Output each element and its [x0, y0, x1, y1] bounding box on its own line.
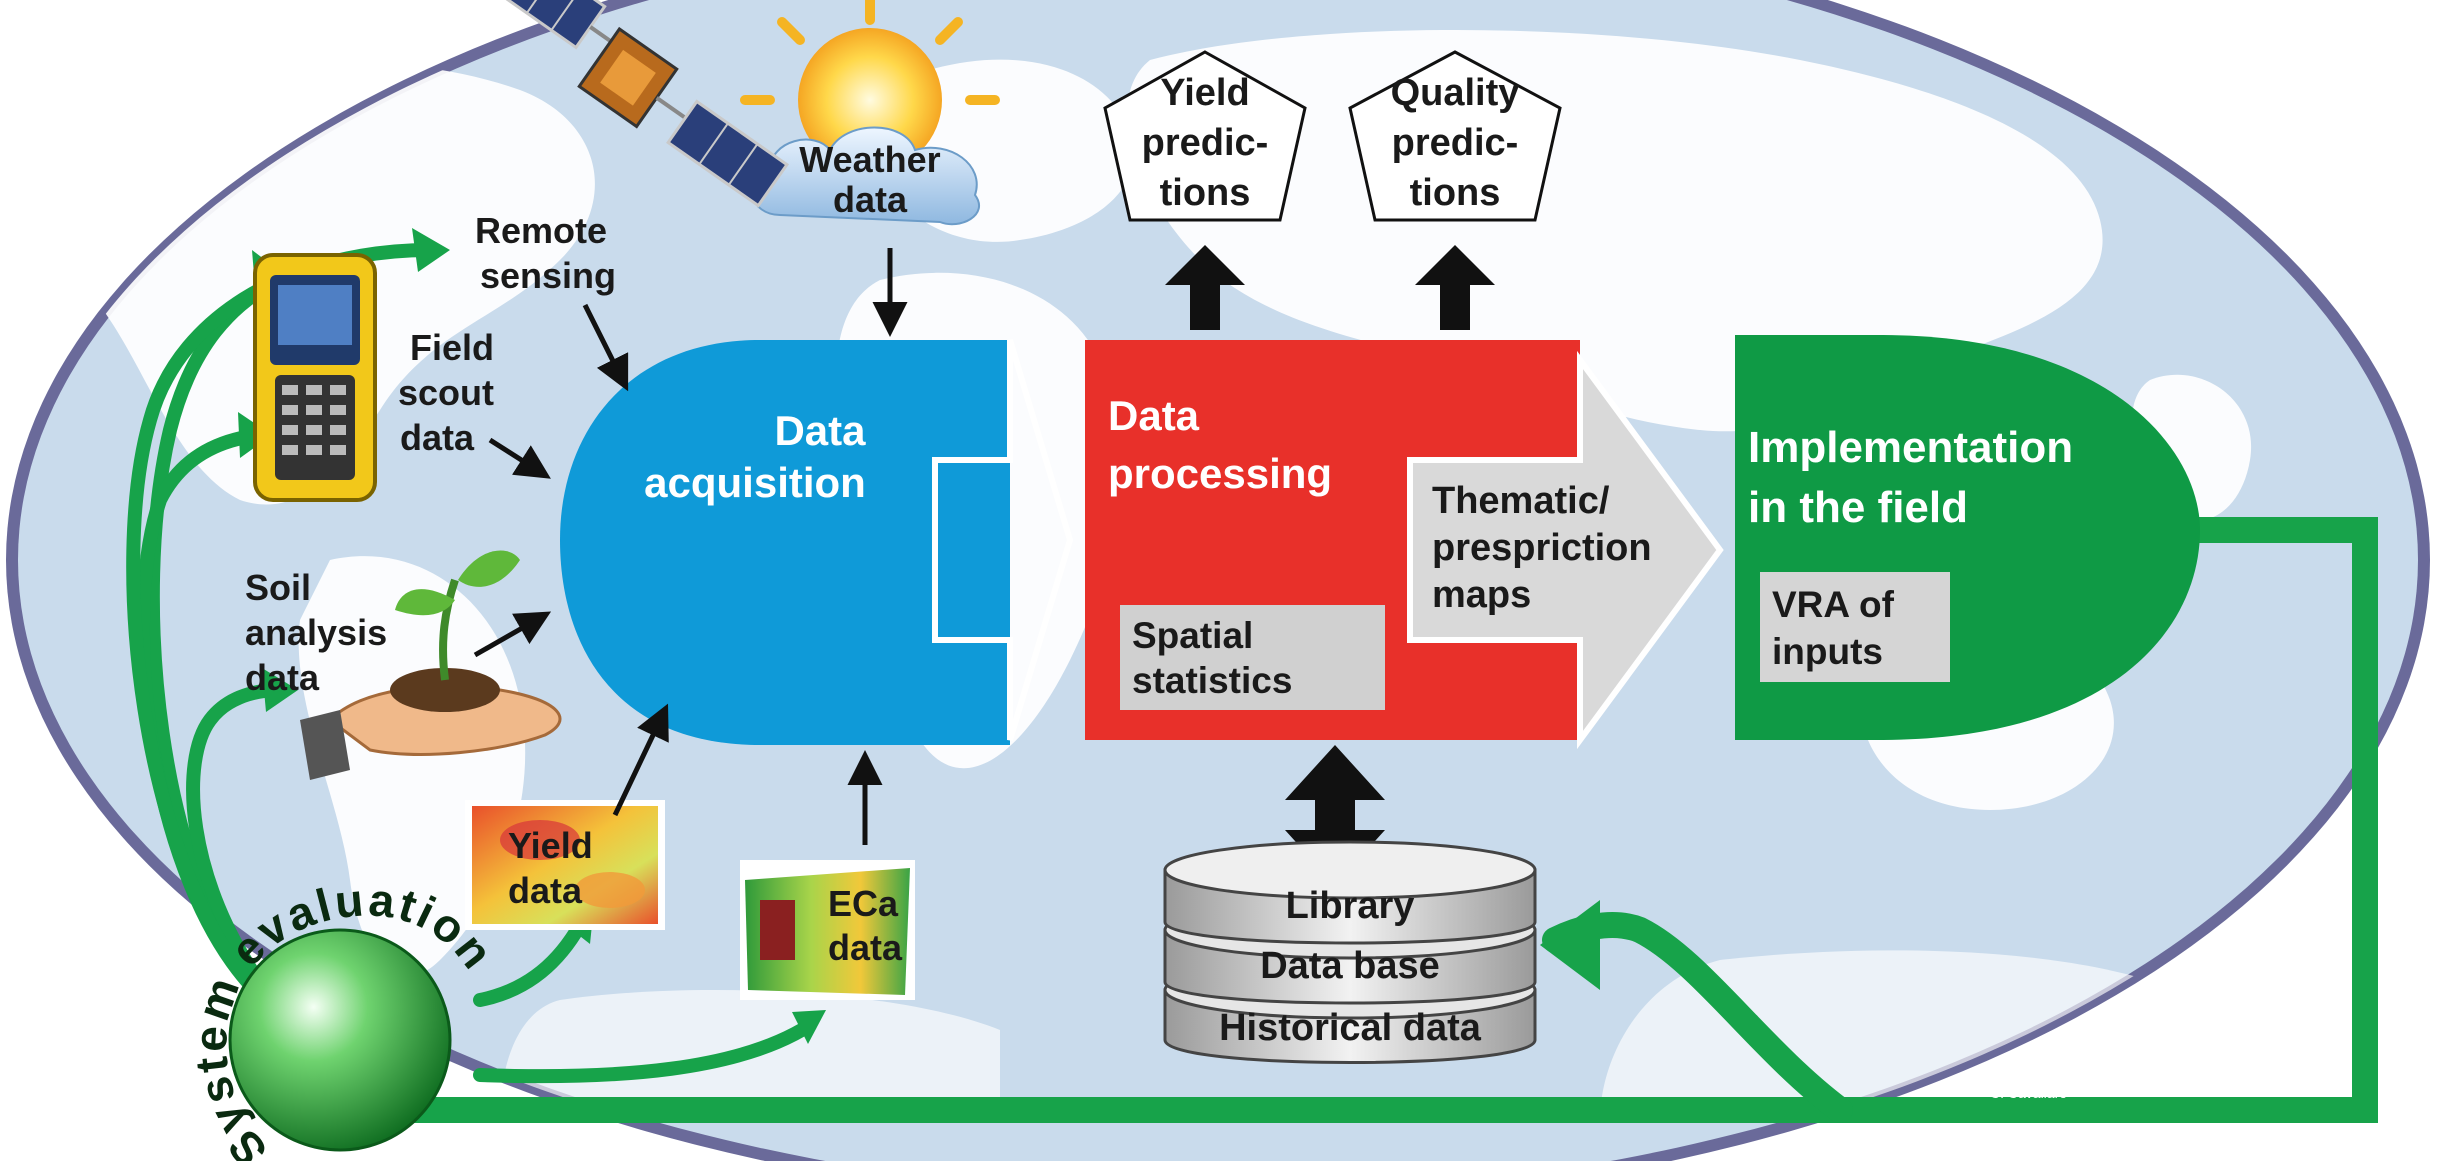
- yield-predictions-pentagon: [1103, 50, 1307, 222]
- yield-up-arrow: [1165, 245, 1245, 330]
- soil-analysis-line2: analysis: [245, 612, 387, 653]
- database-stack: Library Data base Historical data: [1163, 840, 1537, 1064]
- vra-box: [1760, 572, 1950, 682]
- remote-sensing-arrow: [582, 303, 629, 392]
- weather-icon: Weather data: [740, 0, 1000, 226]
- yield-predictions-line2: predic-: [1142, 122, 1269, 164]
- processing-label-line1: Data: [1108, 392, 1200, 439]
- remote-sensing-line2: sensing: [480, 255, 616, 296]
- yield-map-icon: [465, 800, 665, 930]
- eca-map-icon: [740, 860, 915, 1000]
- processing-label-line2: processing: [1108, 450, 1332, 497]
- seedling-in-hand-icon: [300, 550, 562, 780]
- eca-data-line2: data: [828, 927, 903, 968]
- quality-predictions-line3: tions: [1410, 172, 1501, 214]
- yield-predictions-line1: Yield: [1160, 72, 1249, 114]
- library-label: Library: [1286, 885, 1415, 927]
- yield-data-line2: data: [508, 870, 583, 911]
- historical-data-label: Historical data: [1219, 1007, 1482, 1049]
- field-scout-arrow: [488, 437, 551, 479]
- yield-predictions-line3: tions: [1160, 172, 1251, 214]
- eca-data-line1: ECa: [828, 883, 899, 924]
- acquisition-shape: [560, 340, 1010, 745]
- image-credit: C. Cavallaro: [1990, 1085, 2067, 1101]
- vra-line1: VRA of: [1772, 584, 1895, 625]
- spatial-statistics-line1: Spatial: [1132, 615, 1253, 656]
- implementation-line2: in the field: [1748, 483, 1968, 532]
- handheld-device-icon: [253, 253, 377, 502]
- remote-sensing-line1: Remote: [475, 210, 607, 251]
- soil-analysis-line1: Soil: [245, 567, 311, 608]
- weather-label-line1: Weather: [799, 139, 940, 180]
- soil-analysis-arrow: [473, 611, 552, 658]
- yield-data-arrow: [612, 703, 669, 817]
- quality-up-arrow: [1415, 245, 1495, 330]
- thematic-maps-arrow: [1407, 350, 1724, 750]
- data-acquisition-stage: Data acquisition: [560, 339, 1074, 745]
- quality-predictions-line2: predic-: [1392, 122, 1519, 164]
- field-scout-line3: data: [400, 417, 475, 458]
- weather-label-line2: data: [833, 179, 908, 220]
- spatial-statistics-line2: statistics: [1132, 660, 1292, 701]
- data-processing-stage: Data processing Spatial statistics Thema…: [1085, 340, 1724, 750]
- spatial-statistics-box: [1120, 605, 1385, 710]
- satellite-icon: [500, 0, 790, 208]
- quality-predictions-pentagon: [1348, 50, 1562, 222]
- yield-predictions: Yield predic- tions: [1103, 50, 1307, 222]
- quality-predictions: Quality predic- tions: [1348, 50, 1562, 222]
- thematic-line3: maps: [1432, 574, 1531, 616]
- quality-predictions-line1: Quality: [1391, 72, 1520, 114]
- thematic-line1: Thematic/: [1432, 480, 1610, 522]
- soil-analysis-line3: data: [245, 657, 320, 698]
- yield-data-line1: Yield: [508, 825, 593, 866]
- field-scout-line2: scout: [398, 372, 494, 413]
- acquisition-arrow-outline: [932, 339, 1074, 741]
- vra-line2: inputs: [1772, 631, 1883, 672]
- acquisition-label-line2: acquisition: [644, 459, 866, 506]
- acquisition-label-line1: Data: [774, 407, 866, 454]
- database-label: Data base: [1260, 945, 1440, 987]
- globe-icon: [228, 928, 452, 1152]
- thematic-line2: prespriction: [1432, 527, 1652, 569]
- implementation-line1: Implementation: [1748, 423, 2073, 472]
- field-scout-line1: Field: [410, 327, 494, 368]
- implementation-stage: Implementation in the field VRA of input…: [1735, 335, 2200, 740]
